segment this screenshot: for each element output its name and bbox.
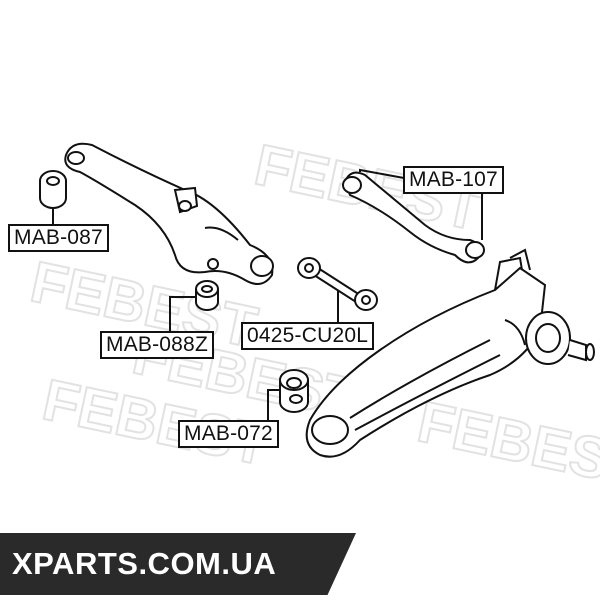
bushing-mab-072 xyxy=(279,369,309,413)
trailing-arm xyxy=(305,248,595,458)
part-label-0425-cu20l: 0425-CU20L xyxy=(241,322,375,350)
upper-arm-mab-107 xyxy=(342,171,485,264)
part-label-mab-107: MAB-107 xyxy=(403,166,504,194)
site-banner: XPARTS.COM.UA xyxy=(0,533,356,595)
leader-line xyxy=(359,168,405,179)
leader-line xyxy=(169,296,196,333)
bushing-mab-087 xyxy=(39,170,67,209)
site-banner-text: XPARTS.COM.UA xyxy=(12,546,277,581)
link-0425-cu20l xyxy=(297,257,378,311)
bushing-mab-088z xyxy=(195,280,219,311)
lower-control-arm xyxy=(64,142,274,285)
part-label-mab-072: MAB-072 xyxy=(178,420,279,448)
leader-line xyxy=(267,389,280,422)
part-label-mab-087: MAB-087 xyxy=(8,224,109,252)
watermark-logo: FEBEST xyxy=(412,389,600,500)
part-label-mab-088z: MAB-088Z xyxy=(100,331,214,359)
